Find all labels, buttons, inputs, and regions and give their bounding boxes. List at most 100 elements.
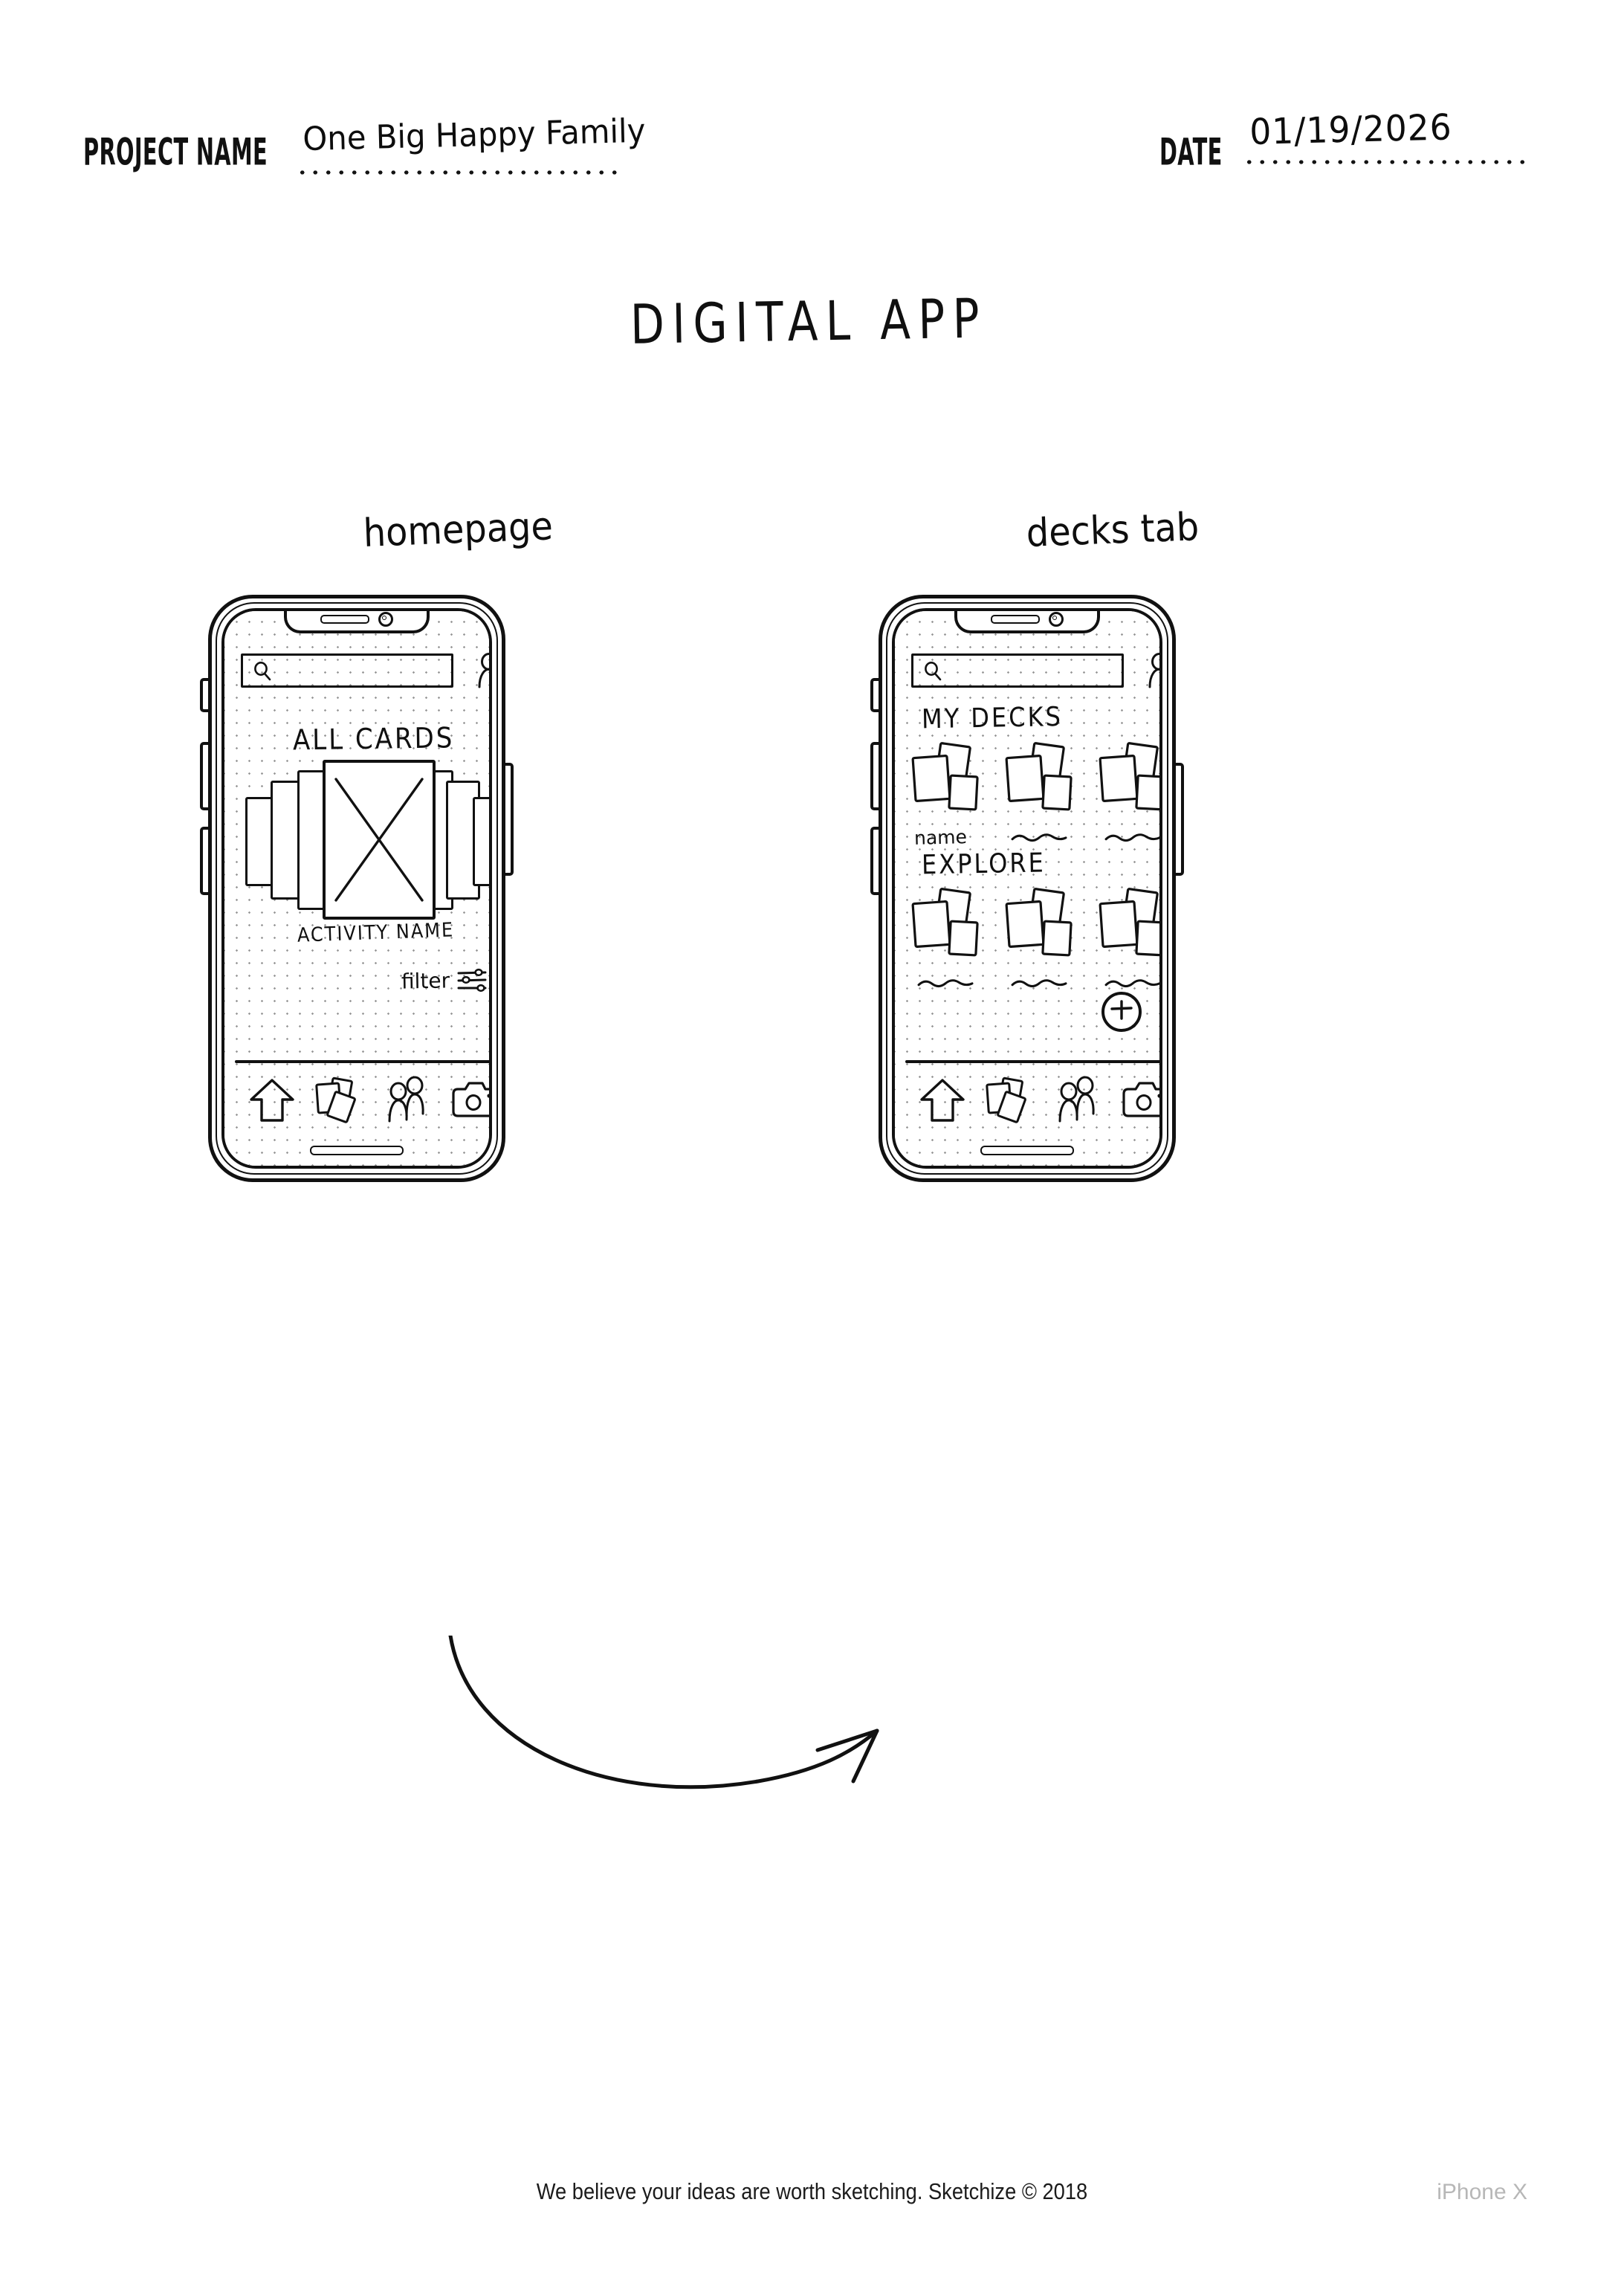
power-button[interactable]: [1176, 763, 1184, 876]
project-name-dotted-rule: [296, 168, 617, 177]
date-label: DATE: [1159, 131, 1223, 174]
bottom-nav-divider: [905, 1060, 1159, 1063]
cards-icon: [1005, 888, 1073, 957]
nav-item-decks[interactable]: [983, 1074, 1038, 1127]
deck-thumbnail: [911, 888, 989, 971]
deck-label-placeholder: [1099, 972, 1159, 993]
cards-icon: [1005, 742, 1073, 811]
date-dotted-rule: [1243, 158, 1530, 167]
phone-screen-bezel: ALL CARDS ACTIVITY: [221, 608, 492, 1169]
deck-thumbnail: [1099, 742, 1159, 825]
squiggle-icon: [1104, 979, 1159, 988]
silent-switch-button[interactable]: [200, 678, 208, 712]
cards-icon: [314, 1077, 356, 1123]
search-row: [241, 653, 492, 688]
home-icon: [249, 1079, 294, 1122]
card-carousel[interactable]: [242, 760, 489, 923]
search-input[interactable]: [241, 653, 453, 688]
deck-item[interactable]: [1099, 742, 1159, 848]
nav-item-people[interactable]: [380, 1074, 435, 1127]
deck-grid-explore: [911, 888, 1159, 993]
page-title: DIGITAL APP: [630, 286, 988, 357]
search-row: [911, 653, 1162, 688]
nav-item-people[interactable]: [1050, 1074, 1105, 1127]
deck-label: name: [913, 825, 968, 849]
card-activity-name: ACTIVITY NAME: [297, 918, 455, 947]
nav-item-camera[interactable]: [1118, 1074, 1159, 1127]
nav-item-home[interactable]: [245, 1074, 300, 1127]
deck-label-placeholder: [911, 972, 989, 993]
people-icon: [388, 1076, 424, 1123]
people-icon: [1058, 1076, 1095, 1123]
volume-up-button[interactable]: [200, 742, 208, 810]
deck-item[interactable]: [911, 888, 989, 993]
nav-item-camera[interactable]: [447, 1074, 489, 1127]
deck-item[interactable]: [1005, 742, 1082, 848]
bottom-nav-bar: [908, 1071, 1159, 1130]
footer-tagline: We believe your ideas are worth sketchin…: [536, 2178, 1088, 2204]
earpiece-speaker-icon: [320, 615, 369, 624]
deck-item[interactable]: [1099, 888, 1159, 993]
add-deck-button[interactable]: [1101, 992, 1142, 1032]
phone-notch: [284, 611, 430, 633]
earpiece-speaker-icon: [991, 615, 1040, 624]
cards-icon: [911, 888, 979, 957]
plus-icon: [1110, 1000, 1133, 1020]
power-button[interactable]: [505, 763, 514, 876]
carousel-card-far-right[interactable]: [473, 797, 489, 886]
phone-frame-mid: [216, 602, 498, 1175]
squiggle-icon: [1011, 979, 1067, 988]
volume-up-button[interactable]: [870, 742, 879, 810]
home-icon: [919, 1079, 965, 1122]
volume-down-button[interactable]: [870, 827, 879, 895]
bottom-nav-divider: [235, 1060, 489, 1063]
flow-arrow-decks: [448, 1636, 879, 1789]
phone-notch: [954, 611, 1100, 633]
deck-thumbnail: [911, 742, 989, 825]
image-placeholder-x-icon: [334, 778, 424, 902]
sheet-header: PROJECT NAME One Big Happy Family DATE 0…: [0, 0, 1624, 216]
cards-icon: [911, 742, 979, 811]
home-indicator[interactable]: [980, 1146, 1074, 1155]
front-camera-icon: [378, 612, 393, 627]
camera-icon: [1122, 1082, 1159, 1117]
search-input[interactable]: [911, 653, 1124, 688]
deck-grid-my-decks: name: [911, 742, 1159, 848]
cards-icon: [1099, 742, 1159, 811]
filter-label: filter: [401, 967, 450, 994]
carousel-card-active[interactable]: [323, 760, 436, 920]
deck-item[interactable]: [1005, 888, 1082, 993]
home-indicator[interactable]: [310, 1146, 404, 1155]
deck-item[interactable]: name: [911, 742, 989, 848]
nav-item-decks[interactable]: [312, 1074, 367, 1127]
camera-icon: [451, 1082, 489, 1117]
project-name-value[interactable]: One Big Happy Family: [302, 112, 647, 158]
date-value[interactable]: 01/19/2026: [1249, 106, 1453, 153]
phone-frame-mid: [886, 602, 1168, 1175]
deck-thumbnail: [1005, 742, 1082, 825]
nav-item-home[interactable]: [915, 1074, 970, 1127]
deck-label-placeholder: [1099, 826, 1159, 848]
screen-homepage: ALL CARDS ACTIVITY: [224, 611, 489, 1166]
silent-switch-button[interactable]: [870, 678, 879, 712]
person-icon[interactable]: [473, 653, 492, 688]
screen-decks-tab: MY DECKS name: [895, 611, 1159, 1166]
squiggle-icon: [1011, 833, 1067, 842]
bottom-nav-bar: [238, 1071, 489, 1130]
filter-control[interactable]: filter: [401, 968, 487, 993]
squiggle-icon: [1104, 833, 1159, 842]
sliders-icon: [457, 968, 487, 992]
cards-icon: [1099, 888, 1159, 957]
sheet-footer: We believe your ideas are worth sketchin…: [0, 2178, 1624, 2223]
screen-caption-decks-tab: decks tab: [1025, 505, 1200, 556]
phone-mockup-decks-tab: MY DECKS name: [870, 595, 1184, 1182]
volume-down-button[interactable]: [200, 827, 208, 895]
person-icon[interactable]: [1143, 653, 1162, 688]
front-camera-icon: [1049, 612, 1064, 627]
deck-thumbnail: [1099, 888, 1159, 971]
search-icon: [254, 662, 271, 681]
screen-caption-homepage: homepage: [362, 504, 554, 556]
deck-thumbnail: [1005, 888, 1082, 971]
section-heading-explore: EXPLORE: [921, 846, 1046, 881]
section-heading-all-cards: ALL CARDS: [292, 721, 455, 758]
